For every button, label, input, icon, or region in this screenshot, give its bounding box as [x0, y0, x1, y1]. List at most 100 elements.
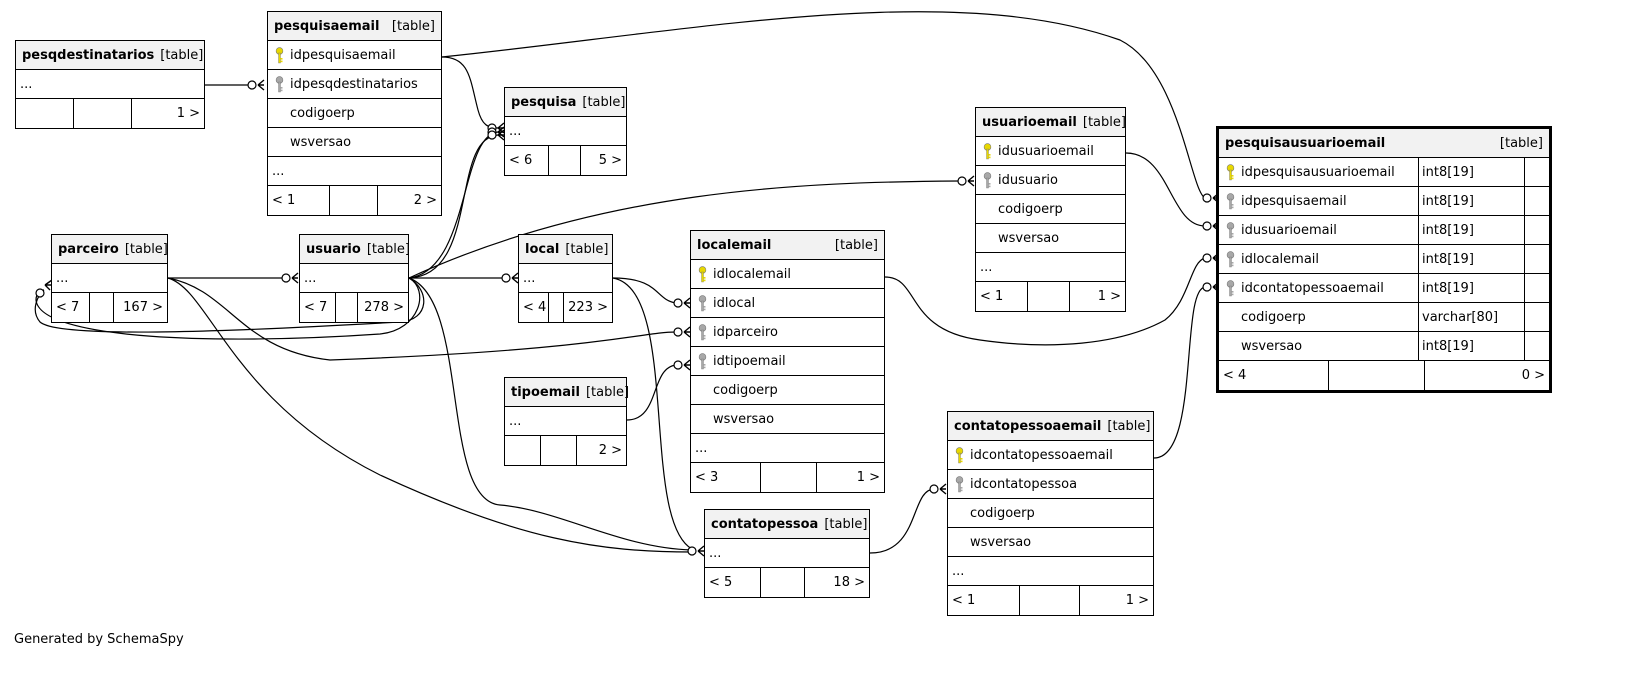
- column-type: int8[19]: [1418, 274, 1524, 302]
- table-usuario[interactable]: usuario [table] ... < 7 278 >: [299, 234, 410, 323]
- parents-count[interactable]: < 1: [976, 282, 1028, 311]
- column-row[interactable]: idtipoemail: [691, 347, 884, 376]
- children-count[interactable]: 0 >: [1521, 368, 1545, 383]
- column-row[interactable]: idusuario: [976, 166, 1125, 195]
- more-columns: ...: [300, 264, 408, 293]
- link-usuario-usuarioemail: [408, 180, 961, 279]
- children-count[interactable]: 278 >: [364, 300, 404, 315]
- table-header: pesqdestinatarios [table]: [16, 41, 204, 70]
- table-name: local: [525, 241, 560, 257]
- children-count[interactable]: 1 >: [1125, 593, 1149, 608]
- parents-count[interactable]: < 1: [948, 586, 1020, 615]
- table-localemail[interactable]: localemail [table] idlocalemail idlocal …: [690, 230, 885, 493]
- column-row[interactable]: idusuarioemail: [976, 137, 1125, 166]
- column-type: int8[19]: [1418, 158, 1524, 186]
- parents-count[interactable]: < 6: [505, 146, 549, 175]
- link-local-localemail: [612, 277, 677, 304]
- parents-count[interactable]: < 1: [268, 186, 330, 215]
- table-tipoemail[interactable]: tipoemail [table] ... 2 >: [504, 377, 630, 466]
- column-row[interactable]: wsversao: [948, 528, 1153, 557]
- column-name: idpesquisaemail: [290, 47, 396, 63]
- column-row[interactable]: idpesqdestinatarios: [268, 70, 441, 99]
- column-name: idusuarioemail: [1241, 222, 1337, 238]
- parents-count[interactable]: < 4: [1219, 361, 1329, 390]
- parents-count[interactable]: [16, 99, 74, 128]
- column-row[interactable]: idlocal: [691, 289, 884, 318]
- table-pesquisaemail[interactable]: pesquisaemail [table] idpesquisaemail id…: [267, 11, 442, 216]
- crow-usuarioemail-idusuario: [957, 175, 975, 187]
- link-pesquisaemail-pesquisa: [441, 56, 499, 129]
- column-row[interactable]: wsversao: [976, 224, 1125, 253]
- link-local-contatopessoa: [612, 277, 693, 550]
- table-contatopessoa[interactable]: contatopessoa [table] ... < 5 18 >: [704, 509, 870, 598]
- key-slot: [948, 446, 970, 464]
- parents-count[interactable]: [505, 436, 541, 465]
- table-header: local [table]: [519, 235, 612, 264]
- column-spacer: [1524, 303, 1549, 331]
- table-parceiro[interactable]: parceiro [table] ... < 7 167 >: [51, 234, 168, 323]
- table-contatopessoaemail[interactable]: contatopessoaemail [table] idcontatopess…: [947, 411, 1154, 616]
- children-count[interactable]: 223 >: [568, 300, 608, 315]
- parents-count[interactable]: < 3: [691, 463, 761, 492]
- children-count[interactable]: 2 >: [413, 193, 437, 208]
- children-count[interactable]: 1 >: [1097, 289, 1121, 304]
- more-columns: ...: [976, 253, 1125, 282]
- crow-contatopessoa: [687, 545, 705, 557]
- table-local[interactable]: local [table] ... < 4 223 >: [518, 234, 613, 323]
- table-usuarioemail[interactable]: usuarioemail [table] idusuarioemail idus…: [975, 107, 1126, 312]
- parents-count[interactable]: < 4: [519, 293, 549, 322]
- children-count[interactable]: 1 >: [176, 106, 200, 121]
- column-row[interactable]: codigoerp: [976, 195, 1125, 224]
- column-name: idcontatopessoaemail: [1241, 280, 1384, 296]
- table-pesquisausuarioemail[interactable]: pesquisausuarioemail [table] idpesquisau…: [1216, 126, 1552, 393]
- column-name: codigoerp: [713, 382, 778, 398]
- parents-count[interactable]: < 5: [705, 568, 761, 597]
- column-name: idlocalemail: [713, 266, 792, 282]
- table-pesqdestinatarios[interactable]: pesqdestinatarios [table] ... 1 >: [15, 40, 205, 129]
- table-pesquisa[interactable]: pesquisa [table] ... < 6 5 >: [504, 87, 627, 176]
- children-count[interactable]: 2 >: [598, 443, 622, 458]
- children-count[interactable]: 1 >: [856, 470, 880, 485]
- parents-count[interactable]: < 7: [52, 293, 90, 322]
- table-footer: < 1 2 >: [268, 186, 441, 215]
- link-usuario-pesquisa-b: [408, 134, 499, 279]
- link-contatopessoa-contatopessoaemail: [869, 488, 935, 554]
- column-row[interactable]: idpesquisaemail: [268, 41, 441, 70]
- foreign-key-icon: [1226, 221, 1235, 239]
- foreign-key-icon: [1226, 250, 1235, 268]
- column-row[interactable]: idcontatopessoaemail: [948, 441, 1153, 470]
- crow-parceiro-usuario: [35, 279, 53, 298]
- table-footer: < 3 1 >: [691, 463, 884, 492]
- key-slot: [976, 142, 998, 160]
- column-row[interactable]: idcontatopessoa: [948, 470, 1153, 499]
- column-row[interactable]: codigoerp: [691, 376, 884, 405]
- children-count[interactable]: 18 >: [833, 575, 865, 590]
- foreign-key-icon: [698, 294, 707, 312]
- column-row[interactable]: idcontatopessoaemail int8[19]: [1219, 274, 1549, 303]
- column-name: idusuario: [998, 172, 1058, 188]
- table-type-tag: [table]: [124, 241, 168, 257]
- column-row[interactable]: idlocalemail: [691, 260, 884, 289]
- children-count[interactable]: 5 >: [598, 153, 622, 168]
- crow-pesquisaemail-idpesqdestinatarios: [247, 79, 265, 91]
- parents-count[interactable]: < 7: [300, 293, 336, 322]
- column-row[interactable]: codigoerp: [268, 99, 441, 128]
- link-pesquisaemail-pesquisausuarioemail: [441, 11, 1206, 199]
- column-row[interactable]: wsversao: [268, 128, 441, 157]
- table-header: pesquisa [table]: [505, 88, 626, 117]
- footer-spacer: [336, 293, 358, 322]
- column-row[interactable]: codigoerp: [948, 499, 1153, 528]
- column-row[interactable]: idparceiro: [691, 318, 884, 347]
- children-count[interactable]: 167 >: [123, 300, 163, 315]
- link-parceiro-localemail: [167, 277, 677, 361]
- table-type-tag: [table]: [585, 384, 630, 400]
- foreign-key-icon: [275, 75, 284, 93]
- column-row[interactable]: wsversao: [691, 405, 884, 434]
- column-spacer: [1524, 216, 1549, 244]
